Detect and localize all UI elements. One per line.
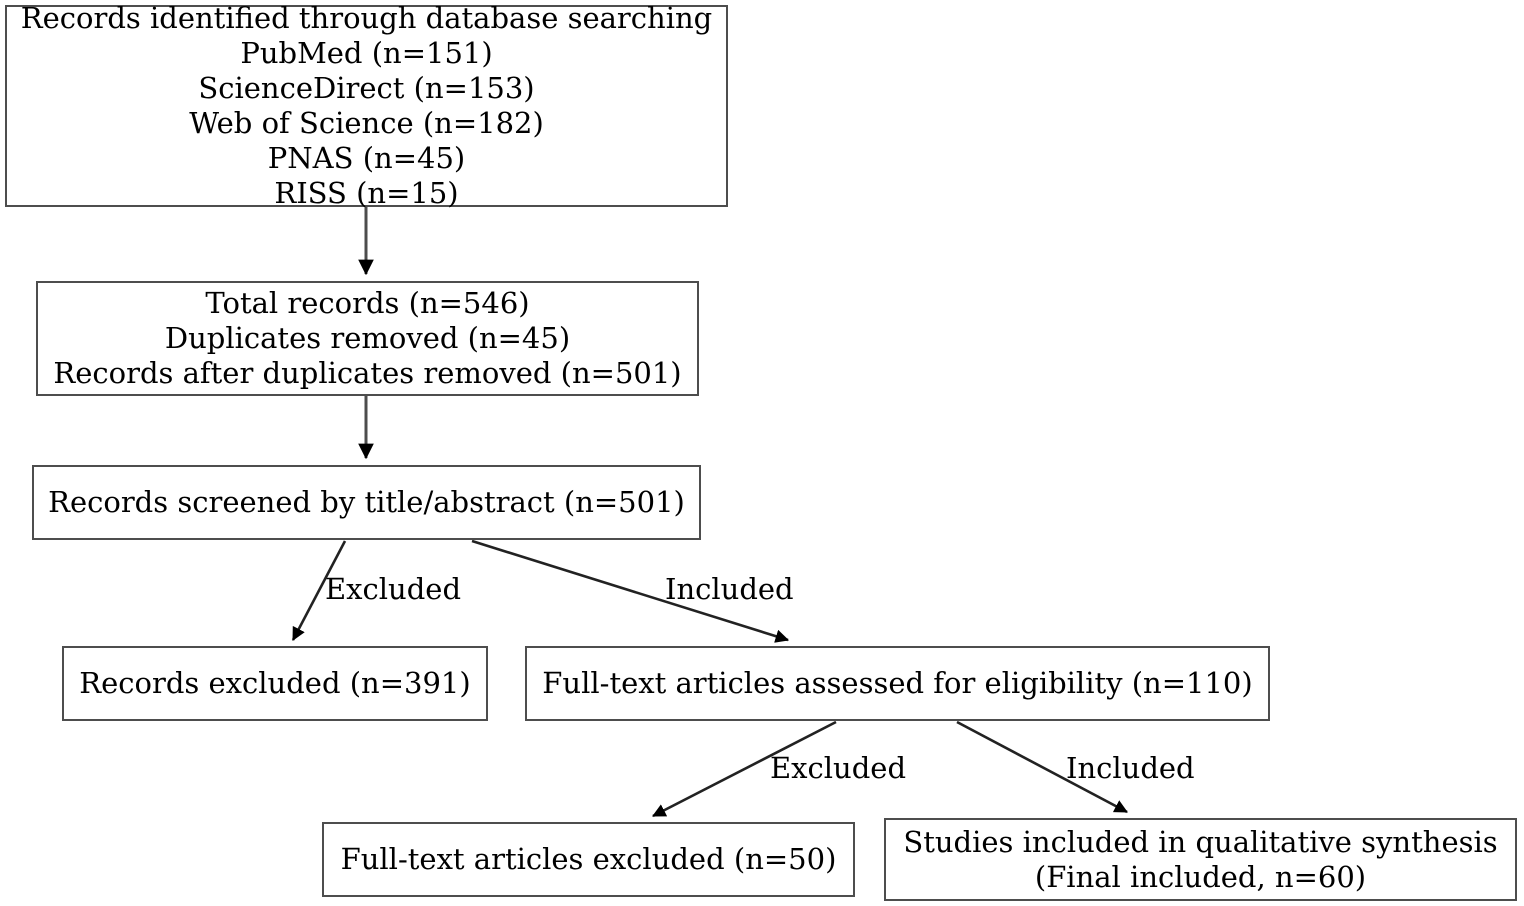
- edge-label-fulltext-included: Included: [1066, 751, 1195, 785]
- node-fulltext-excluded: Full-text articles excluded (n=50): [322, 822, 855, 897]
- node-fulltext-assessed: Full-text articles assessed for eligibil…: [525, 646, 1270, 721]
- edge-label-screened-included: Included: [665, 572, 794, 606]
- node-studies-included-qualitative-synthesis: Studies included in qualitative synthesi…: [884, 818, 1517, 901]
- node-total-records: Total records (n=546) Duplicates removed…: [36, 281, 699, 396]
- node-records-identified: Records identified through database sear…: [5, 1, 728, 210]
- node-records-screened: Records screened by title/abstract (n=50…: [32, 465, 701, 540]
- edge-label-screened-excluded: Excluded: [325, 572, 462, 606]
- node-records-excluded: Records excluded (n=391): [62, 646, 488, 721]
- edge-label-fulltext-excluded: Excluded: [770, 751, 907, 785]
